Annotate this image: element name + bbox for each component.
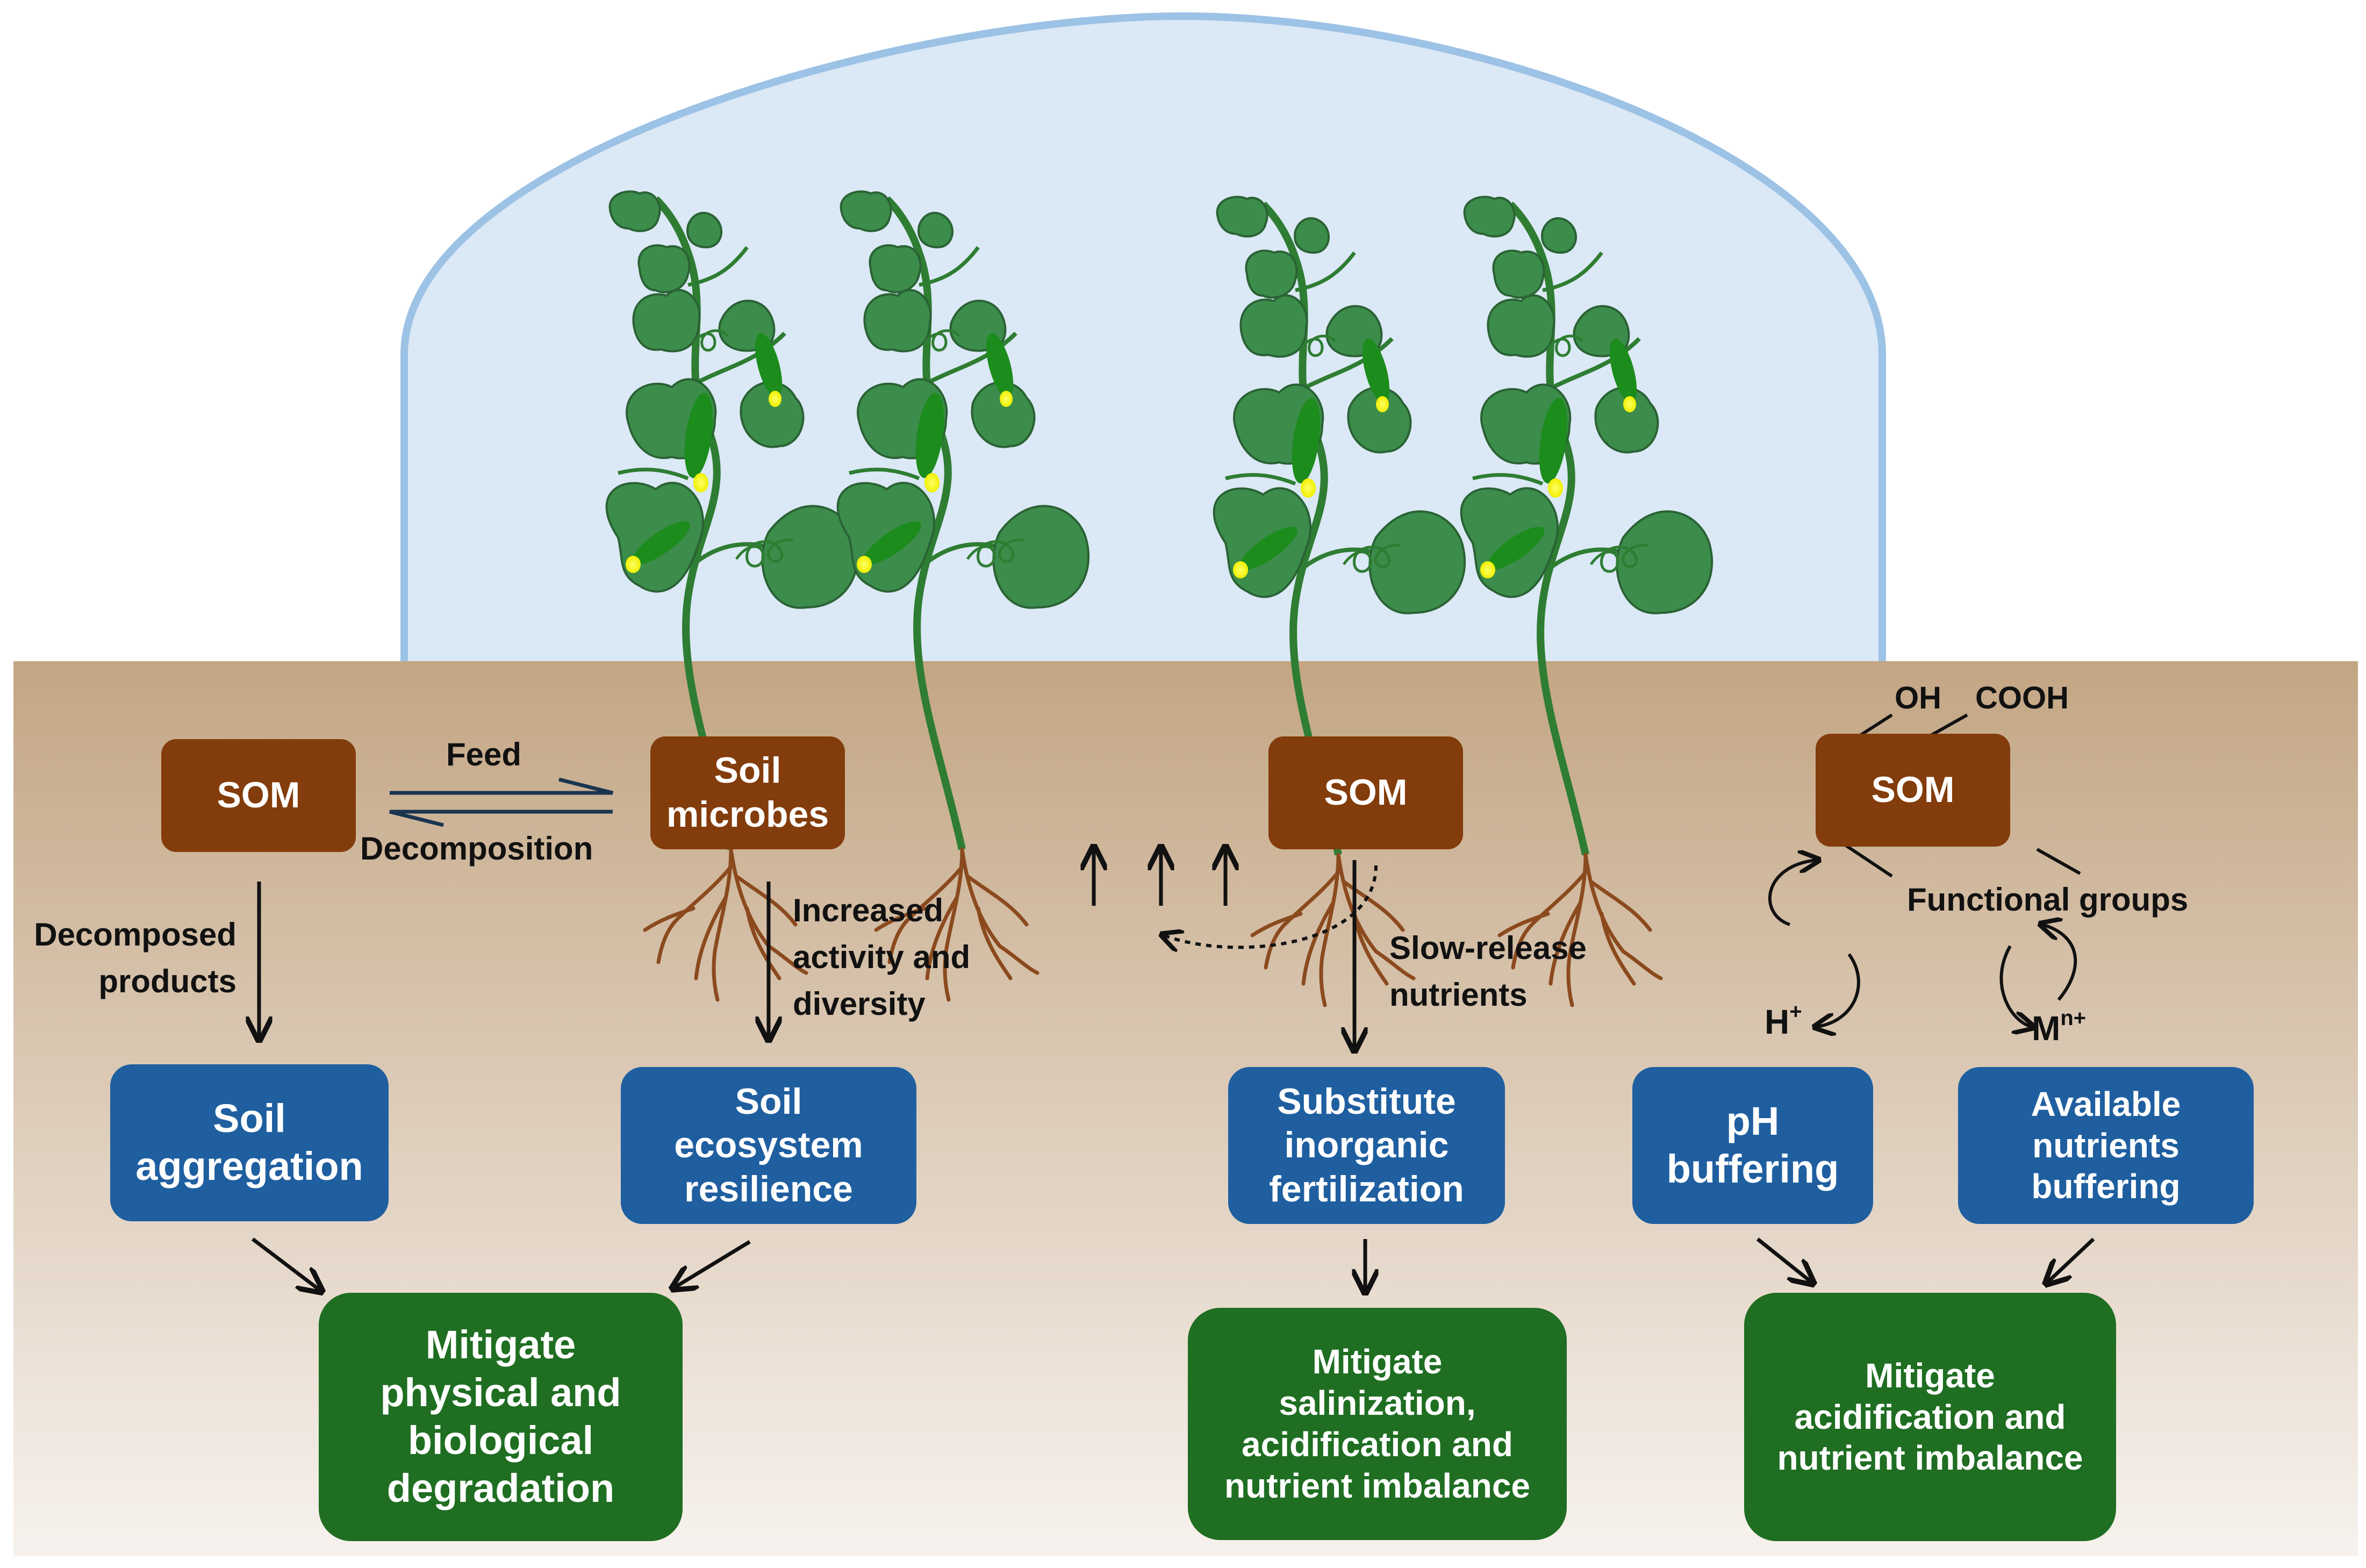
cycle-m-arrow	[1999, 945, 2032, 1027]
functional-groups-label: Functional groups	[1907, 882, 2189, 918]
oh-label: OH	[1895, 681, 1941, 715]
h-ion-label: H+	[1765, 1000, 1802, 1041]
arrow-nutrients-mitigate	[2048, 1237, 2095, 1282]
cycle-m-arrow	[2042, 925, 2077, 1001]
som-box: SOM	[1816, 734, 2010, 847]
feed-decomposition-arrows	[389, 777, 613, 827]
feed-label: Feed	[446, 736, 522, 772]
flow-arrows	[251, 849, 2095, 1290]
m-ion-label: Mn+	[2032, 1006, 2087, 1048]
arrow-ph-mitigate	[1756, 1237, 1811, 1282]
cycle-h-arrow	[1768, 860, 1817, 926]
arrow-resilience-mitigate	[675, 1240, 751, 1287]
decomposition-label: Decomposition	[360, 830, 593, 867]
cycle-h-arrow	[1817, 953, 1860, 1027]
som-box: SOM	[1268, 736, 1463, 849]
cooh-label: COOH	[1975, 681, 2069, 715]
som-box: SOM	[161, 739, 356, 852]
arrow-dotted-release	[1164, 865, 1378, 947]
arrow-aggregation-mitigate	[251, 1237, 320, 1290]
